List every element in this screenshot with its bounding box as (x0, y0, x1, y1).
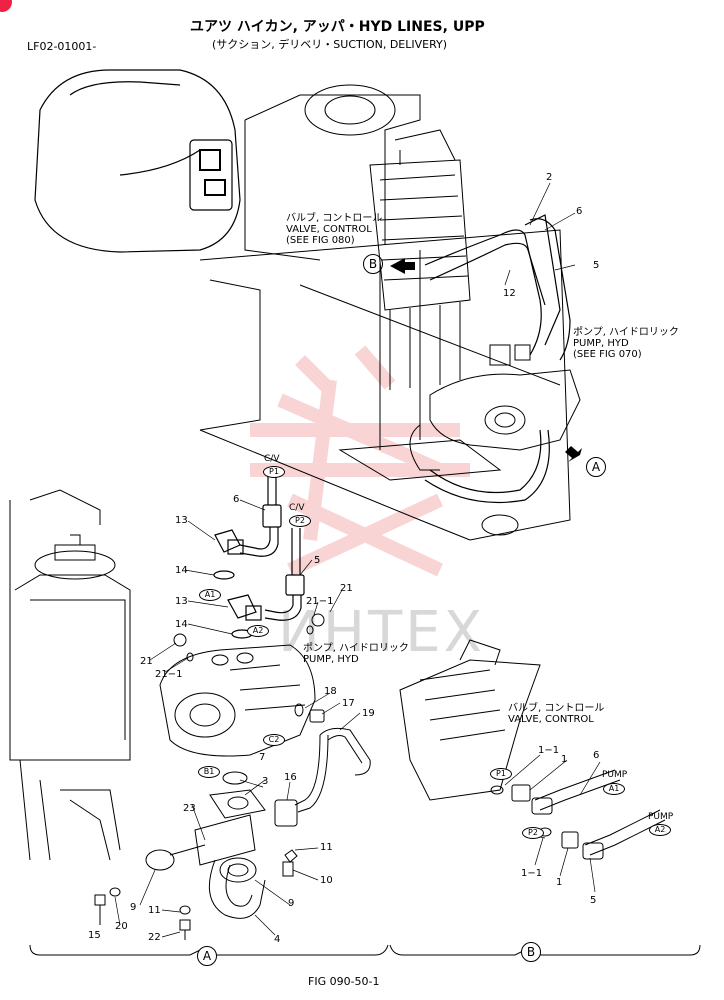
callout-5-mid: 5 (314, 555, 321, 566)
port-tag-c2: C2 (263, 734, 285, 746)
label-valve-control-top-en: VALVE, CONTROL (286, 224, 372, 235)
callout-9-a: 9 (130, 902, 137, 913)
callout-6-right: 6 (593, 750, 600, 761)
page-title: ユアツ ハイカン, アッパ・HYD LINES, UPP (190, 19, 485, 35)
port-tag-p2-right: P2 (522, 827, 544, 839)
label-cv-2: C/V (289, 503, 305, 513)
hydraulic-tank-left (9, 489, 131, 861)
callout-9-b: 9 (288, 898, 295, 909)
circle-marker-a-bottom: A (197, 946, 217, 966)
control-valve-top (369, 129, 471, 390)
engine-cover (34, 69, 241, 253)
callout-3: 3 (262, 776, 269, 787)
callout-7: 7 (259, 752, 266, 763)
circle-marker-b-top: B (363, 254, 383, 274)
figure-number: FIG 090-50-1 (308, 975, 380, 988)
upper-hoses (424, 214, 571, 504)
callout-22: 22 (148, 932, 161, 943)
pump-hyd-middle (159, 613, 325, 757)
callout-10: 10 (320, 875, 333, 886)
callout-14-a: 14 (175, 565, 188, 576)
arrows (390, 258, 582, 462)
port-tag-a2-right: A2 (649, 824, 671, 836)
label-valve-control-right-jp: バルブ, コントロール (508, 703, 605, 714)
port-tag-p1-right: P1 (490, 768, 512, 780)
document-code: LF02-01001- (27, 40, 97, 53)
port-tag-p1-top: P1 (263, 466, 285, 478)
suction-delivery-hoses (213, 470, 305, 639)
callout-1-top: 1 (561, 754, 568, 765)
label-pump-hyd-mid-jp: ポンプ, ハイドロリック (303, 643, 409, 654)
callout-14-b: 14 (175, 619, 188, 630)
callout-11-a: 11 (320, 842, 333, 853)
callout-20: 20 (115, 921, 128, 932)
callout-21-1-b: 21−1 (155, 669, 183, 680)
callout-13-a: 13 (175, 515, 188, 526)
label-pump-a1: PUMP (602, 770, 628, 780)
callout-4: 4 (274, 934, 281, 945)
leader-lines (114, 182, 601, 938)
page-subtitle: (サクション, デリベリ・SUCTION, DELIVERY) (212, 38, 448, 51)
label-cv-1: C/V (264, 454, 280, 464)
callout-1-bottom: 1 (556, 877, 563, 888)
port-tag-a2-left: A2 (247, 625, 269, 637)
callout-6-mid: 6 (233, 494, 240, 505)
circle-marker-a-right: A (586, 457, 606, 477)
callout-2: 2 (546, 172, 553, 183)
callout-5-top: 5 (593, 260, 600, 271)
label-pump-hyd-top-jp: ポンプ, ハイドロリック (573, 327, 679, 338)
callout-21-b: 21 (140, 656, 153, 667)
label-pump-hyd-top-ref: (SEE FIG 070) (573, 349, 642, 360)
callout-21-1-a: 21−1 (306, 596, 334, 607)
pump-upper (409, 344, 581, 471)
callout-16: 16 (284, 772, 297, 783)
corner-badge (0, 0, 12, 12)
section-bracket (29, 944, 701, 956)
callout-1-1-top: 1−1 (538, 745, 560, 756)
upper-frame (199, 84, 571, 541)
callout-17: 17 (342, 698, 355, 709)
callout-13-b: 13 (175, 596, 188, 607)
label-pump-a2: PUMP (648, 812, 674, 822)
red-stamp-watermark (250, 345, 470, 577)
port-tag-a1-left: A1 (199, 589, 221, 601)
control-valve-b-view (399, 639, 666, 860)
label-valve-control-top-jp: バルブ, コントロール (286, 213, 383, 224)
callout-12: 12 (503, 288, 516, 299)
callout-6-top: 6 (576, 206, 583, 217)
callout-23: 23 (183, 803, 196, 814)
return-line (222, 703, 371, 827)
port-tag-a1-right: A1 (603, 783, 625, 795)
callout-11-b: 11 (148, 905, 161, 916)
port-tag-p2-top: P2 (289, 515, 311, 527)
port-tag-b1: B1 (198, 766, 220, 778)
callout-19: 19 (362, 708, 375, 719)
label-valve-control-right-en: VALVE, CONTROL (508, 714, 594, 725)
label-pump-hyd-mid-en: PUMP, HYD (303, 654, 359, 665)
callout-1-1-bottom: 1−1 (521, 868, 543, 879)
circle-marker-b-bottom: B (521, 942, 541, 962)
callout-5-right: 5 (590, 895, 597, 906)
label-pump-hyd-top-en: PUMP, HYD (573, 338, 629, 349)
callout-18: 18 (324, 686, 337, 697)
suction-elbow (94, 789, 298, 940)
callout-15: 15 (88, 930, 101, 941)
callout-21-a: 21 (340, 583, 353, 594)
label-valve-control-top-ref: (SEE FIG 080) (286, 235, 355, 246)
